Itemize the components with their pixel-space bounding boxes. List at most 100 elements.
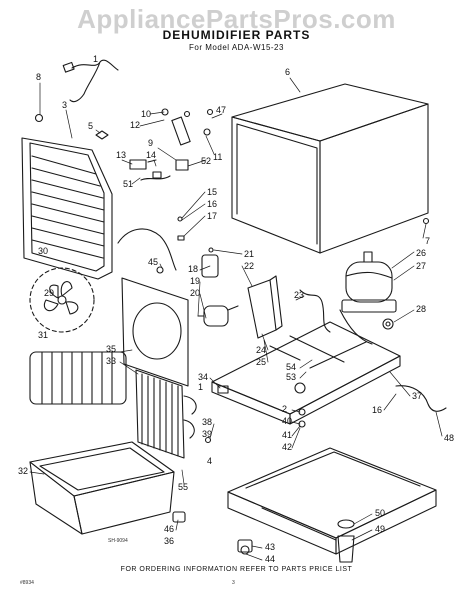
callout-19: 19 [190,276,200,286]
callout-48: 48 [444,433,454,443]
callout-53: 53 [286,372,296,382]
callout-30: 30 [38,246,48,256]
base-pan [211,321,401,425]
water-bucket [29,441,175,535]
callout-11: 11 [213,152,222,162]
callout-26: 26 [416,248,426,258]
callout-27: 27 [416,261,426,271]
capillary-tube [117,228,177,271]
callout-25: 25 [256,357,266,367]
fan-blade [43,281,79,315]
float-49 [337,535,355,563]
callout-40: 40 [282,416,292,426]
callout-15: 15 [207,187,217,197]
callout-37: 37 [412,391,422,401]
motor-bracket [247,275,283,339]
cap-50 [337,519,355,529]
callout-28: 28 [416,304,426,314]
callout-31: 31 [38,330,48,340]
callout-9: 9 [148,138,153,148]
callout-24: 24 [256,345,266,355]
watermark-text: AppliancePartsPros.com [77,4,396,34]
callout-8: 8 [36,72,41,82]
callout-6: 6 [285,67,290,77]
callout-52: 52 [201,156,211,166]
control-components [129,108,214,181]
callout-numbers: 1 8 3 5 6 10 12 9 13 14 47 11 52 51 15 1… [18,54,454,564]
callout-43: 43 [265,542,275,552]
callout-14: 14 [146,150,156,160]
callout-7: 7 [425,236,430,246]
base-frame [227,447,437,555]
screw-7 [422,217,430,225]
callout-35: 35 [106,344,116,354]
callout-1: 1 [93,54,98,64]
front-grille [21,137,113,280]
drain-hose [395,385,447,412]
caster-wheel [240,545,250,555]
callout-10: 10 [141,109,151,119]
callout-39: 39 [202,429,212,439]
motor-shaft [197,305,239,317]
callout-16b: 16 [372,405,382,415]
callout-12: 12 [130,120,140,130]
callout-46: 46 [164,524,174,534]
evaporator-coil [135,369,197,459]
callout-38: 38 [202,417,212,427]
callout-3: 3 [62,100,67,110]
fan-shroud [121,266,189,387]
callout-17: 17 [207,211,217,221]
callout-34: 34 [198,372,208,382]
callout-20: 20 [190,288,200,298]
callout-49: 49 [375,524,385,534]
callout-55: 55 [178,482,188,492]
callout-44: 44 [265,554,275,564]
compressor [341,251,397,313]
refrigerant-tubing [299,289,373,345]
callout-47: 47 [216,105,226,115]
power-cord [69,59,119,103]
part-46 [172,511,186,523]
callout-16a: 16 [207,199,217,209]
fan-blade-guard-circle [29,267,95,333]
corner-code: #8934 [20,580,34,586]
callout-22: 22 [244,261,254,271]
callout-41: 41 [282,430,292,440]
screw-8 [34,113,44,123]
page-number: 3 [232,580,235,586]
callout-45: 45 [148,257,158,267]
screw-21 [208,247,214,253]
grommet-28-inner [385,321,391,327]
knob-5 [95,130,109,140]
ordering-info-footer: FOR ORDERING INFORMATION REFER TO PARTS … [120,566,353,573]
capacitor-18 [201,254,219,278]
screw-16 [177,216,183,222]
callout-32: 32 [18,466,28,476]
clip-17 [177,235,185,241]
callout-2: 2 [282,404,287,414]
callout-18: 18 [188,264,198,274]
callout-5: 5 [88,121,93,131]
callout-23: 23 [294,290,304,300]
callout-29: 29 [44,288,54,298]
callout-33: 33 [106,356,116,366]
fan-motor-20 [203,305,229,327]
diagram-title: DEHUMIDIFIER PARTS [162,28,311,42]
diagram-subtitle: For Model ADA-W15-23 [189,43,284,52]
callout-13: 13 [116,150,126,160]
callout-1b: 1 [198,382,203,392]
callout-50: 50 [375,508,385,518]
callout-36: 36 [164,536,174,546]
callout-54: 54 [286,362,296,372]
grommet-28 [382,318,394,330]
callout-42: 42 [282,442,292,452]
callout-4: 4 [207,456,212,466]
part-38 [204,436,212,444]
callout-51: 51 [123,179,133,189]
leader-lines [29,77,443,561]
cabinet [231,83,429,254]
callout-21: 21 [244,249,254,259]
power-plug [62,61,75,73]
